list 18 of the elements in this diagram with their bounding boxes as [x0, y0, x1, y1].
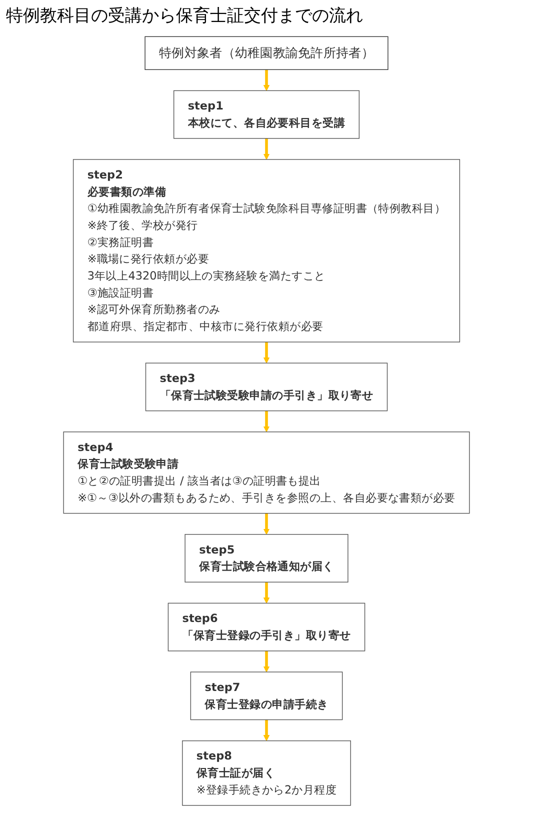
node-box: step8 保育士証が届く ※登録手続きから2か月程度 — [182, 740, 351, 806]
arrow — [263, 720, 270, 742]
arrow — [263, 650, 270, 672]
node-box: step7 保育士登録の申請手続き — [190, 672, 343, 720]
node-box: step2 必要書類の準備 ①幼稚園教諭免許所有者保育士試験免除科目専修証明書（特例教科目） ※終了後、学校が発行 ②実務証明書 ※職場に発行依頼が必要 3年以上4320時間以上の実務経験を満たすこと ③施設証明書 ※認可外保育所勤務者のみ 都道府県、指定都市、中核市に発行依頼が必要 — [72, 159, 460, 342]
diagram-title: 特例教科目の受講から保育士証交付までの流れ — [6, 5, 364, 27]
arrow — [263, 342, 270, 364]
arrow — [263, 410, 270, 432]
arrow — [263, 513, 270, 535]
node-box: step6 「保育士登録の手引き」取り寄せ — [168, 602, 366, 652]
node-box: 特例対象者（幼稚園教諭免許所持者） — [144, 36, 388, 70]
node-box: step5 保育士試験合格通知が届く — [184, 534, 348, 582]
arrow — [263, 582, 270, 604]
node-box: step3 「保育士試験受験申請の手引き」取り寄せ — [145, 362, 388, 412]
arrow — [263, 138, 270, 160]
node-box: step4 保育士試験受験申請 ①と②の証明書提出 / 該当者は③の証明書も提出 ※①～③以外の書類もあるため、手引きを参照の上、各自必要な書類が必要 — [63, 432, 470, 514]
arrow — [263, 70, 270, 91]
node-box: step1 本校にて、各自必要科目を受講 — [173, 90, 360, 139]
